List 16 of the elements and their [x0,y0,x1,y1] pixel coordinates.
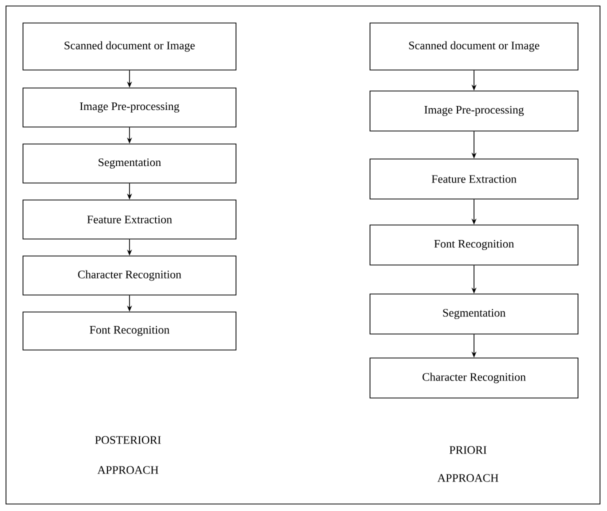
process-box: Image Pre-processing [22,88,236,128]
approach-label: POSTERIORI [95,436,161,444]
approach-label: PRIORI [449,446,486,454]
approach-label: APPROACH [97,466,158,474]
process-box: Character Recognition [22,256,236,296]
process-box: Font Recognition [370,224,578,266]
process-box: Scanned document or Image [22,22,236,70]
process-box: Scanned document or Image [370,22,578,70]
approach-label: APPROACH [437,474,498,482]
process-box: Segmentation [370,294,578,334]
process-box: Font Recognition [22,312,236,350]
process-box: Character Recognition [370,358,578,398]
process-box: Image Pre-processing [370,90,578,132]
process-box: Feature Extraction [22,200,236,240]
process-box: Segmentation [22,144,236,184]
process-box: Feature Extraction [370,158,578,200]
